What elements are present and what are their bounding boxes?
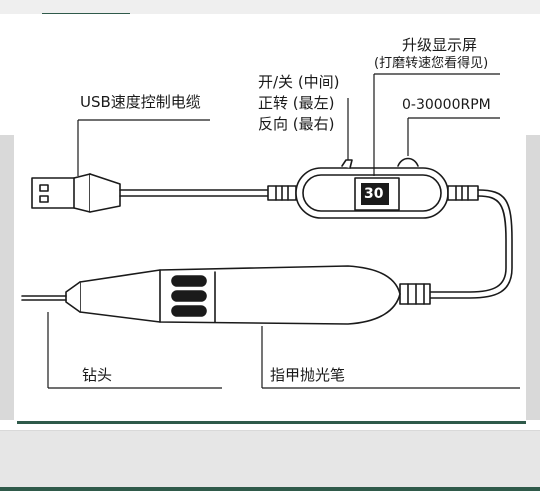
pen-tip — [65, 281, 81, 313]
display-label-title: 升级显示屏 — [402, 36, 478, 54]
controller-right-connector — [447, 185, 479, 201]
switch-label-on-off: 开/关 (中间) — [258, 73, 340, 91]
drill-leader — [47, 312, 222, 389]
pen-cable-inner — [429, 195, 507, 293]
rpm-leader — [407, 117, 500, 156]
pen-body — [79, 265, 401, 325]
grip-oval-1 — [171, 275, 207, 287]
display-leader — [373, 73, 500, 176]
switch-label-reverse: 反向 (最右) — [258, 115, 335, 133]
pen-leader — [261, 326, 520, 389]
pen-label: 指甲抛光笔 — [270, 366, 346, 384]
display-label-subtitle: (打磨转速您看得见) — [374, 56, 489, 71]
card-frame-left — [0, 135, 14, 420]
usb-plug — [31, 173, 121, 213]
card-frame-right — [526, 135, 540, 420]
speed-knob — [397, 157, 419, 167]
drill-bit — [21, 295, 67, 301]
grip-oval-3 — [171, 305, 207, 317]
display-value: 30 — [364, 186, 384, 202]
grip-oval-2 — [171, 290, 207, 302]
display-screen — [361, 183, 389, 205]
bottom-edge-line — [0, 487, 540, 491]
pen-cable-outer — [429, 189, 513, 299]
switch-label-forward: 正转 (最左) — [258, 94, 335, 112]
bottom-band — [0, 431, 540, 491]
bottom-accent-line — [17, 421, 526, 424]
controller-left-connector — [267, 185, 297, 201]
pen-rear-connector — [399, 283, 431, 305]
diagram-card — [0, 14, 540, 430]
rpm-range-label: 0-30000RPM — [402, 97, 491, 113]
switch-knob — [341, 159, 353, 169]
usb-cable-label: USB速度控制电缆 — [80, 93, 201, 111]
usb-leader — [77, 119, 210, 176]
drill-bit-label: 钻头 — [82, 366, 113, 384]
